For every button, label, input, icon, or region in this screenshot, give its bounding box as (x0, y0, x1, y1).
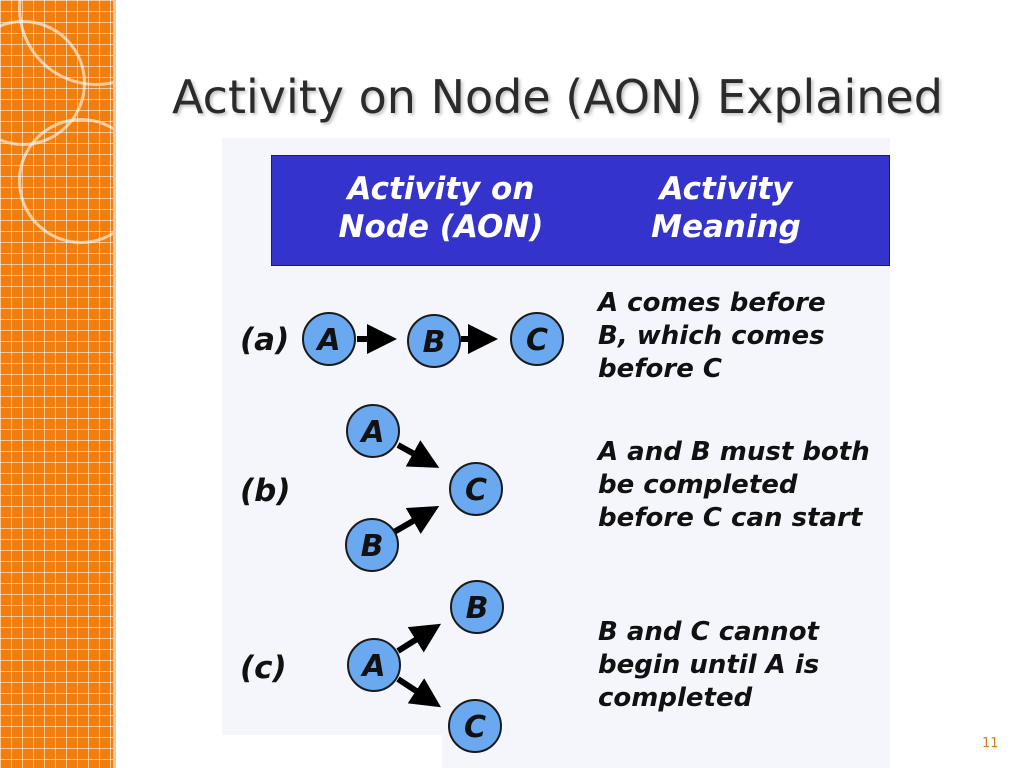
node-a: A (346, 404, 400, 458)
svg-text:B: B (466, 591, 489, 626)
edge-a-b (396, 623, 442, 654)
row-c-meaning: B and C cannot begin until A is complete… (598, 617, 820, 713)
node-a: A (347, 638, 401, 692)
panel-edge-mask (222, 735, 442, 768)
node-b: B (450, 580, 504, 634)
node-c: C (510, 312, 564, 366)
svg-text:A: A (360, 649, 385, 684)
slide-title: Activity on Node (AON) Explained (172, 70, 943, 124)
svg-text:A: A (315, 323, 340, 358)
edge-b-c (392, 506, 440, 535)
node-a: A (302, 312, 356, 366)
node-b: B (345, 518, 399, 572)
node-c: C (448, 699, 502, 753)
decorative-sidebar (0, 0, 113, 768)
table-header (271, 155, 890, 266)
node-b: B (407, 314, 461, 368)
row-a-label: (a) (240, 322, 290, 358)
sidebar-edge (113, 0, 116, 768)
row-b-label: (b) (240, 473, 291, 509)
row-c-label: (c) (240, 650, 287, 686)
row-a-meaning: A comes before B, which comes before C (598, 288, 826, 384)
svg-text:B: B (423, 325, 446, 360)
svg-text:C: C (465, 473, 487, 508)
row-b-meaning: A and B must both be completed before C … (598, 437, 870, 533)
edge-a-c (396, 440, 440, 468)
header-aon: Activity on Node (AON) (338, 171, 544, 245)
page-number: 11 (982, 736, 999, 751)
edge-a-c (396, 676, 442, 708)
node-c: C (449, 462, 503, 516)
header-meaning: Activity Meaning (651, 171, 801, 245)
svg-text:C: C (464, 710, 486, 745)
svg-text:C: C (526, 323, 548, 358)
svg-text:B: B (361, 529, 384, 564)
svg-text:A: A (359, 415, 384, 450)
